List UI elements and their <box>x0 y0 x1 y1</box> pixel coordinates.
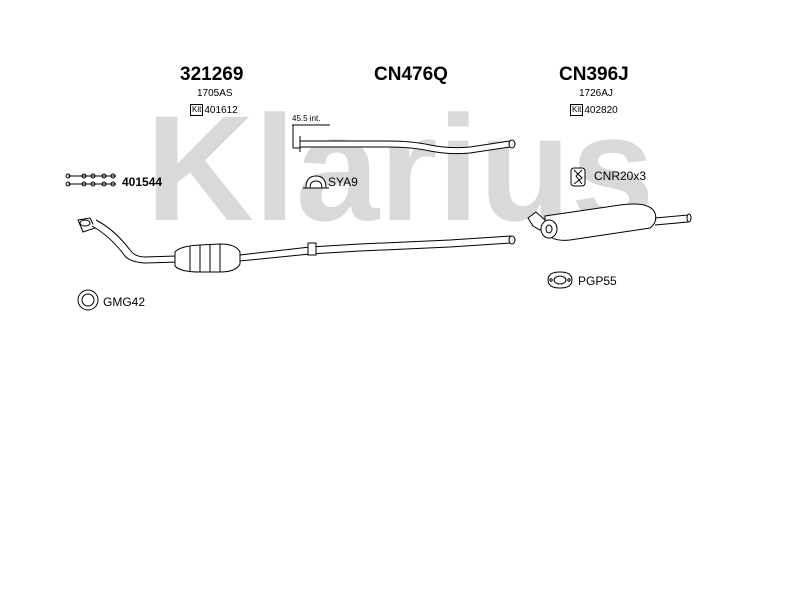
kit-number-rear: 402820 <box>584 104 618 116</box>
part-number-rear: CN396J <box>559 64 629 85</box>
kit-badge: Kit <box>190 104 204 116</box>
kit-rear: Kit 402820 <box>570 104 618 116</box>
gasket-icon <box>547 271 573 289</box>
bolt-kit-label: 401544 <box>122 175 163 189</box>
kit-front: Kit 401612 <box>190 104 238 116</box>
part-number-front: 321269 <box>180 64 244 85</box>
clamp-label: SYA9 <box>328 175 358 189</box>
kit-number-front: 401612 <box>204 104 238 116</box>
middle-pipe <box>292 124 516 155</box>
gasket-label: PGP55 <box>578 274 617 288</box>
hanger-label: CNR20x3 <box>594 169 647 183</box>
bolt-kit-icon <box>65 173 116 187</box>
part-number-middle: CN476Q <box>374 64 448 85</box>
part-code-rear: 1726AJ <box>579 88 613 99</box>
front-pipe-catalyst <box>77 217 516 273</box>
hanger-icon <box>570 167 586 187</box>
part-code-front: 1705AS <box>197 88 233 99</box>
ring-icon <box>77 289 99 311</box>
rear-silencer <box>527 203 692 241</box>
ring-label: GMG42 <box>103 295 146 309</box>
pipe-length-label: 45.5 int. <box>292 114 321 123</box>
clamp-icon <box>303 175 329 189</box>
kit-badge: Kit <box>570 104 584 116</box>
